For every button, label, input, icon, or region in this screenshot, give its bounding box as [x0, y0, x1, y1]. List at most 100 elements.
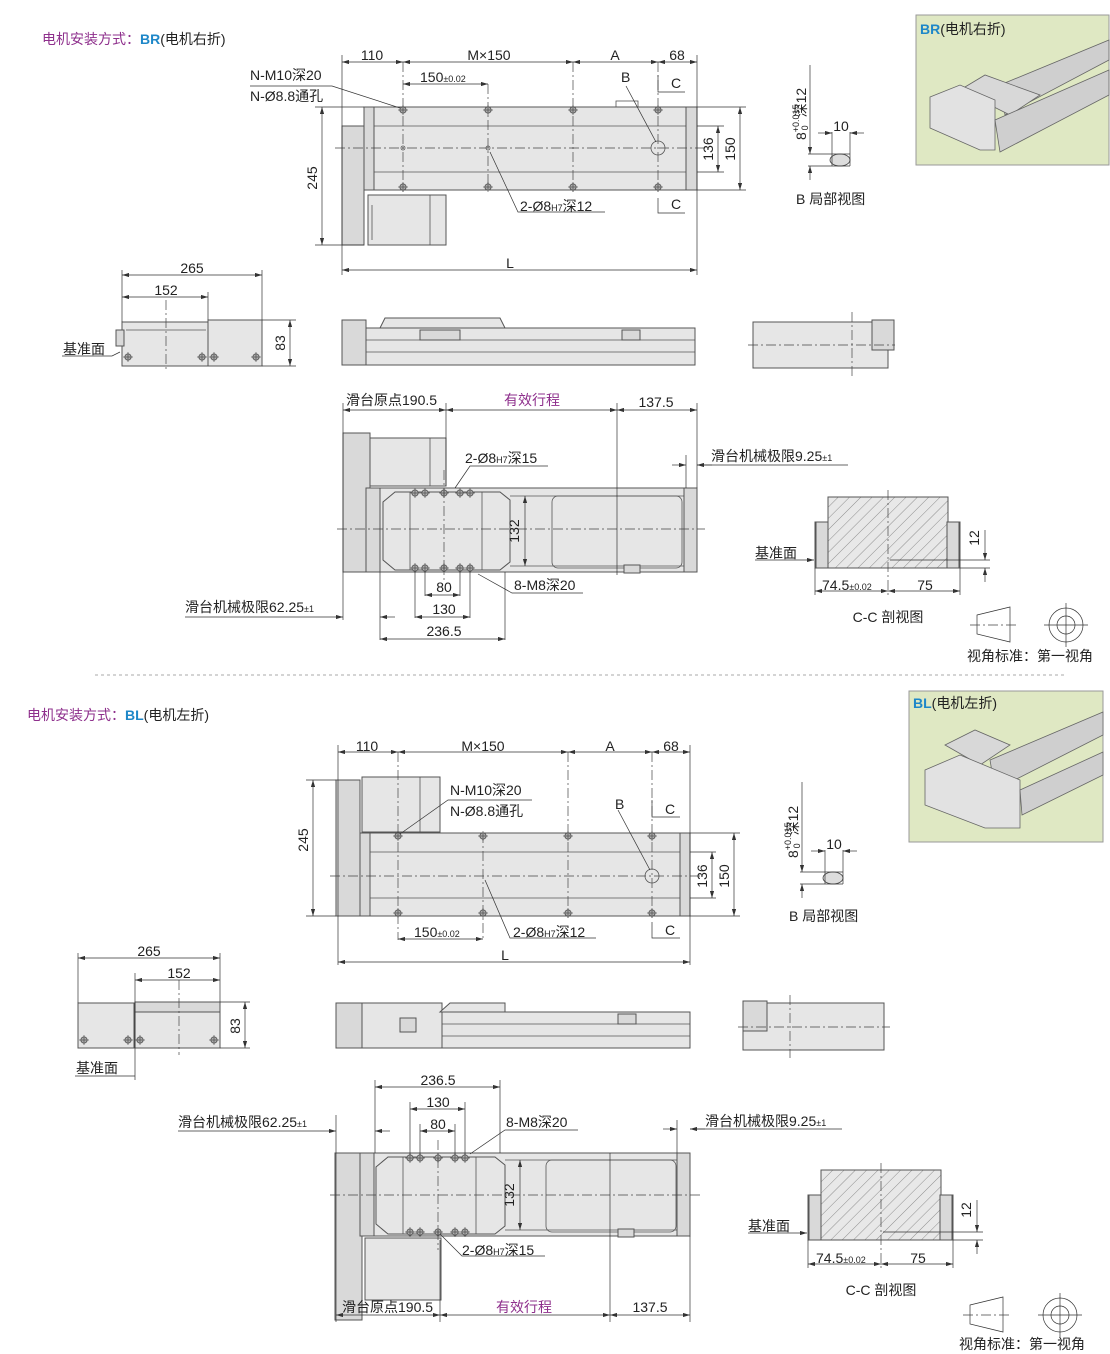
b-detail-caption: B 局部视图	[796, 191, 865, 207]
dim-132: 132	[501, 1183, 517, 1207]
dim-265: 265	[180, 260, 204, 276]
dim-236-5: 236.5	[426, 623, 461, 639]
dim-pitch: 150±0.02	[414, 924, 460, 940]
photo-caption: BR(电机右折)	[920, 21, 1006, 37]
b-slot-dimension: 8+0.0150深12	[791, 88, 810, 140]
dim-12: 12	[966, 530, 982, 546]
datum-label-cc: 基准面	[748, 1218, 790, 1234]
note-m8-tap: 8-M8深20	[514, 577, 576, 593]
dim-10: 10	[833, 118, 849, 134]
dim-137-5: 137.5	[632, 1299, 667, 1315]
product-photo-br: BR(电机右折)	[915, 14, 1110, 166]
label-c-bottom: C	[665, 922, 675, 938]
section-cc-caption: C-C 剖视图	[846, 1282, 917, 1298]
datum-label-cc: 基准面	[755, 545, 797, 561]
first-angle-projection-symbol: 视角标准：第一视角	[967, 603, 1093, 664]
dim-130: 130	[426, 1094, 450, 1110]
top-view: 110 M×150 A 68 N-M10深20 N-Ø8.8通孔 150±0.0…	[250, 47, 746, 275]
side-view: 265 152 83 基准面	[75, 943, 250, 1080]
label-c-top: C	[671, 75, 681, 91]
label-c-top: C	[665, 801, 675, 817]
dim-136: 136	[700, 137, 716, 161]
dim-a: A	[610, 47, 620, 63]
dim-136: 136	[694, 864, 710, 888]
dim-m150: M×150	[461, 738, 504, 754]
note-pin-hole: 2-Ø8H7深12	[520, 198, 592, 214]
bottom-view: 滑台原点190.5 有效行程 137.5 2-Ø8H7深15 滑台机械极限9.2…	[185, 392, 848, 642]
dim-245: 245	[295, 828, 311, 852]
dim-a: A	[605, 738, 615, 754]
top-view: 110 M×150 A 68 N-M10深20 N-Ø8.8通孔 150±0.0…	[295, 738, 740, 965]
dim-150: 150	[716, 864, 732, 888]
dim-l: L	[501, 947, 509, 963]
dim-152: 152	[154, 282, 178, 298]
first-angle-projection-symbol: 视角标准：第一视角	[959, 1293, 1085, 1352]
product-photo-bl: BL(电机左折)	[908, 690, 1104, 843]
dim-12: 12	[958, 1202, 974, 1218]
dim-137-5: 137.5	[638, 394, 673, 410]
slide-limit-right: 滑台机械极限9.25±1	[711, 448, 832, 464]
dim-83: 83	[227, 1018, 243, 1034]
dim-110: 110	[361, 47, 384, 63]
section-cc-view: 基准面 12 74.5±0.02 75 C-C 剖视图	[748, 1163, 983, 1298]
note-m10: N-M10深20	[450, 782, 522, 798]
dim-74-5: 74.5±0.02	[816, 1250, 866, 1266]
datum-label: 基准面	[76, 1060, 118, 1076]
slide-limit-right: 滑台机械极限9.25±1	[705, 1113, 826, 1129]
dim-80: 80	[430, 1116, 446, 1132]
dim-l: L	[506, 255, 514, 271]
label-b: B	[615, 796, 624, 812]
note-m10: N-M10深20	[250, 67, 322, 83]
note-m8-tap: 8-M8深20	[506, 1114, 568, 1130]
note-pin-hole-15: 2-Ø8H7深15	[462, 1242, 534, 1258]
dim-68: 68	[669, 47, 685, 63]
end-view	[738, 995, 890, 1058]
note-through-hole: N-Ø8.8通孔	[450, 803, 523, 819]
projection-label: 视角标准：第一视角	[959, 1336, 1085, 1352]
label-c-bottom: C	[671, 196, 681, 212]
dim-68: 68	[663, 738, 679, 754]
cone-icon	[969, 1296, 1004, 1333]
effective-stroke-label: 有效行程	[504, 392, 560, 408]
front-view	[341, 317, 696, 366]
label-b: B	[621, 69, 630, 85]
dim-80: 80	[436, 579, 452, 595]
note-through-hole: N-Ø8.8通孔	[250, 88, 323, 104]
projection-label: 视角标准：第一视角	[967, 648, 1093, 664]
photo-caption: BL(电机左折)	[913, 695, 997, 711]
dim-75: 75	[910, 1250, 926, 1266]
section-title: 电机安装方式：BR(电机右折)	[42, 31, 226, 47]
dim-pitch: 150±0.02	[420, 69, 466, 85]
bottom-view: 滑台原点190.5 有效行程 137.5 2-Ø8H7深15 滑台机械极限9.2…	[178, 1072, 842, 1322]
slide-limit-left: 滑台机械极限62.25±1	[185, 599, 314, 615]
dim-75: 75	[917, 577, 933, 593]
dim-150: 150	[722, 137, 738, 161]
dim-m150: M×150	[467, 47, 510, 63]
note-pin-hole: 2-Ø8H7深12	[513, 924, 585, 940]
dim-10: 10	[826, 836, 842, 852]
end-view	[748, 312, 895, 376]
slide-origin-label: 滑台原点190.5	[342, 1299, 433, 1315]
slide-origin-label: 滑台原点190.5	[346, 392, 437, 408]
dim-265: 265	[137, 943, 161, 959]
section-br: 电机安装方式：BR(电机右折)	[42, 14, 1110, 664]
section-bl: 电机安装方式：BL(电机左折)	[27, 690, 1104, 1352]
b-detail-caption: B 局部视图	[789, 908, 858, 924]
datum-label: 基准面	[63, 341, 105, 357]
dim-245: 245	[304, 166, 320, 190]
b-detail-view: 8+0.0150深12 10 B 局部视图	[783, 782, 858, 924]
dim-110: 110	[356, 738, 379, 754]
cone-icon	[976, 606, 1011, 643]
dim-152: 152	[167, 965, 191, 981]
front-view	[335, 1002, 691, 1049]
slide-limit-left: 滑台机械极限62.25±1	[178, 1114, 307, 1130]
dim-130: 130	[432, 601, 456, 617]
section-cc-view: 基准面 12 74.5±0.02 75 C-C 剖视图	[755, 490, 990, 625]
dim-83: 83	[272, 335, 288, 351]
note-pin-hole-15: 2-Ø8H7深15	[465, 450, 537, 466]
b-slot	[650, 140, 666, 156]
dim-74-5: 74.5±0.02	[822, 577, 872, 593]
dim-236-5: 236.5	[420, 1072, 455, 1088]
b-slot-dimension: 8+0.0150深12	[783, 806, 802, 858]
